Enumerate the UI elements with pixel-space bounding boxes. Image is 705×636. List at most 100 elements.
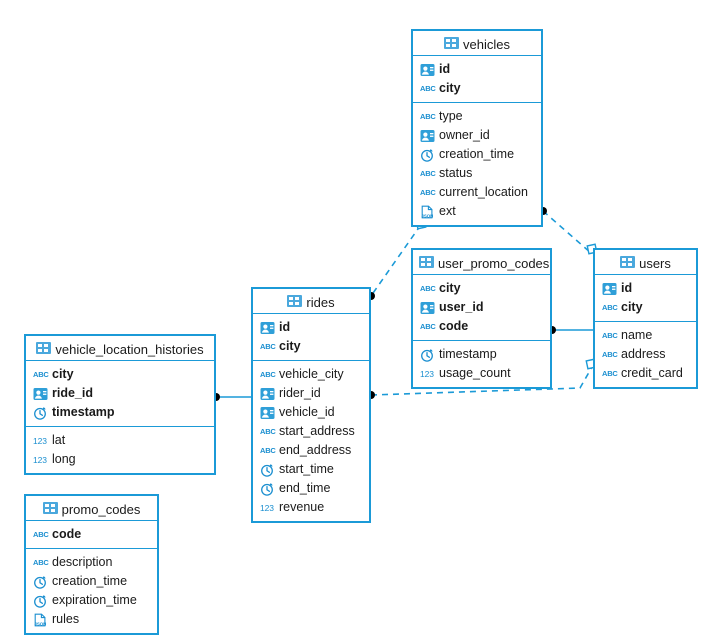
id-badge-icon: [420, 129, 435, 143]
table-header-user_promo_codes[interactable]: user_promo_codes: [413, 250, 550, 275]
column-field[interactable]: timestamp: [413, 345, 550, 364]
clock-icon: [420, 348, 435, 362]
primary-key-field[interactable]: id: [595, 279, 696, 298]
field-name: id: [439, 62, 451, 76]
field-name: end_time: [279, 481, 331, 495]
abc-text-icon: ABC: [33, 557, 49, 567]
abc-text-icon: ABC: [260, 341, 276, 351]
field-name: address: [621, 347, 666, 361]
field-name: type: [439, 109, 463, 123]
abc-text-icon: ABC: [260, 426, 276, 436]
column-field[interactable]: start_time: [253, 460, 369, 479]
column-field[interactable]: owner_id: [413, 126, 541, 145]
table-grid-icon: [444, 37, 460, 49]
id-badge-icon: [33, 387, 48, 401]
field-name: city: [279, 339, 301, 353]
field-name: rider_id: [279, 386, 321, 400]
field-name: owner_id: [439, 128, 490, 142]
abc-text-icon: ABC: [33, 369, 49, 379]
primary-key-field[interactable]: id: [413, 60, 541, 79]
column-field[interactable]: vehicle_id: [253, 403, 369, 422]
table-header-vehicle_location_histories[interactable]: vehicle_location_histories: [26, 336, 214, 361]
field-name: start_address: [279, 424, 355, 438]
field-name: city: [439, 281, 461, 295]
field-name: user_id: [439, 300, 484, 314]
connector-line: [370, 366, 593, 396]
field-name: id: [621, 281, 633, 295]
relationship-rel-vehicles-users[interactable]: [539, 207, 598, 255]
table-grid-icon: [620, 256, 636, 268]
field-name: city: [439, 81, 461, 95]
column-field[interactable]: expiration_time: [26, 591, 157, 610]
table-title: vehicles: [463, 37, 510, 53]
table-grid-icon: [287, 295, 303, 307]
abc-text-icon: ABC: [260, 445, 276, 455]
field-name: expiration_time: [52, 593, 137, 607]
id-badge-icon: [420, 63, 435, 77]
field-name: vehicle_city: [279, 367, 344, 381]
relationship-rel-upc-users[interactable]: [548, 326, 593, 334]
column-field[interactable]: rider_id: [253, 384, 369, 403]
primary-key-field[interactable]: ride_id: [26, 384, 214, 403]
field-name: long: [52, 452, 76, 466]
primary-key-field[interactable]: user_id: [413, 298, 550, 317]
table-title: vehicle_location_histories: [55, 342, 204, 358]
field-name: id: [279, 320, 291, 334]
relationship-rel-vlh-rides[interactable]: [212, 393, 251, 401]
primary-key-field[interactable]: timestamp: [26, 403, 214, 422]
table-grid-icon: [36, 342, 52, 354]
column-field[interactable]: end_time: [253, 479, 369, 498]
table-grid-icon: [419, 256, 434, 268]
table-header-vehicles[interactable]: vehicles: [413, 31, 541, 56]
primary-key-field[interactable]: id: [253, 318, 369, 337]
column-field[interactable]: creation_time: [26, 572, 157, 591]
field-name: timestamp: [439, 347, 497, 361]
column-field[interactable]: creation_time: [413, 145, 541, 164]
clock-icon: [33, 406, 48, 420]
field-name: end_address: [279, 443, 352, 457]
abc-text-icon: ABC: [33, 529, 49, 539]
abc-text-icon: ABC: [602, 368, 618, 378]
abc-text-icon: ABC: [420, 168, 436, 178]
table-header-users[interactable]: users: [595, 250, 696, 275]
table-header-promo_codes[interactable]: promo_codes: [26, 496, 157, 521]
table-header-rides[interactable]: rides: [253, 289, 369, 314]
field-name: revenue: [279, 500, 325, 514]
